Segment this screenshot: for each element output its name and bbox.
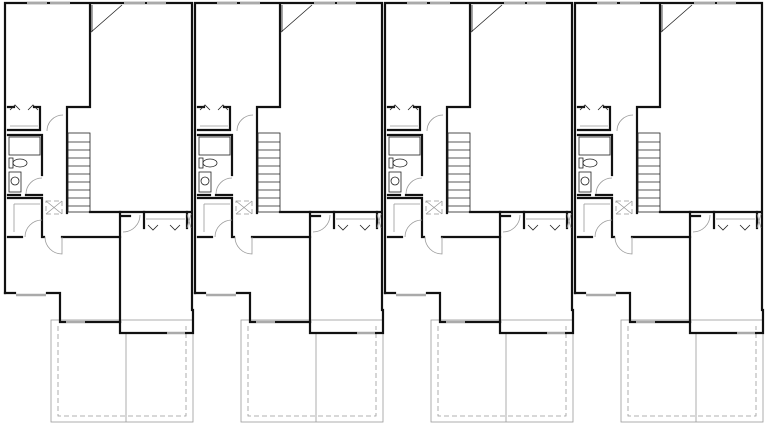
townhouse-unit-2 bbox=[193, 1, 385, 424]
townhouse-unit-3 bbox=[383, 1, 575, 424]
townhouse-unit-1 bbox=[3, 1, 195, 424]
townhouse-unit-4 bbox=[573, 1, 765, 424]
